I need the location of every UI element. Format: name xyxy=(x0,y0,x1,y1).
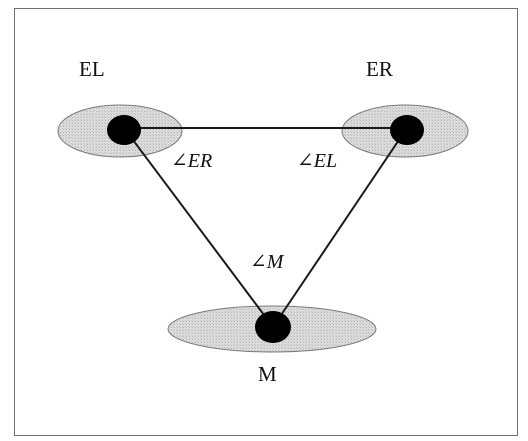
diagram-frame xyxy=(14,8,518,436)
edge-right-bottom xyxy=(272,127,408,328)
angle-label-left: ∠ER xyxy=(171,150,212,172)
bottom-node-dot xyxy=(255,311,291,343)
angle-label-bottom: ∠M xyxy=(250,251,285,273)
angle-label-right: ∠EL xyxy=(297,150,337,172)
right-node-label: ER xyxy=(366,57,393,81)
bottom-node-label: M xyxy=(258,362,277,386)
left-node-label: EL xyxy=(79,57,105,81)
left-node-dot xyxy=(107,115,141,145)
edge-left-bottom xyxy=(123,127,274,328)
right-node-dot xyxy=(390,115,424,145)
